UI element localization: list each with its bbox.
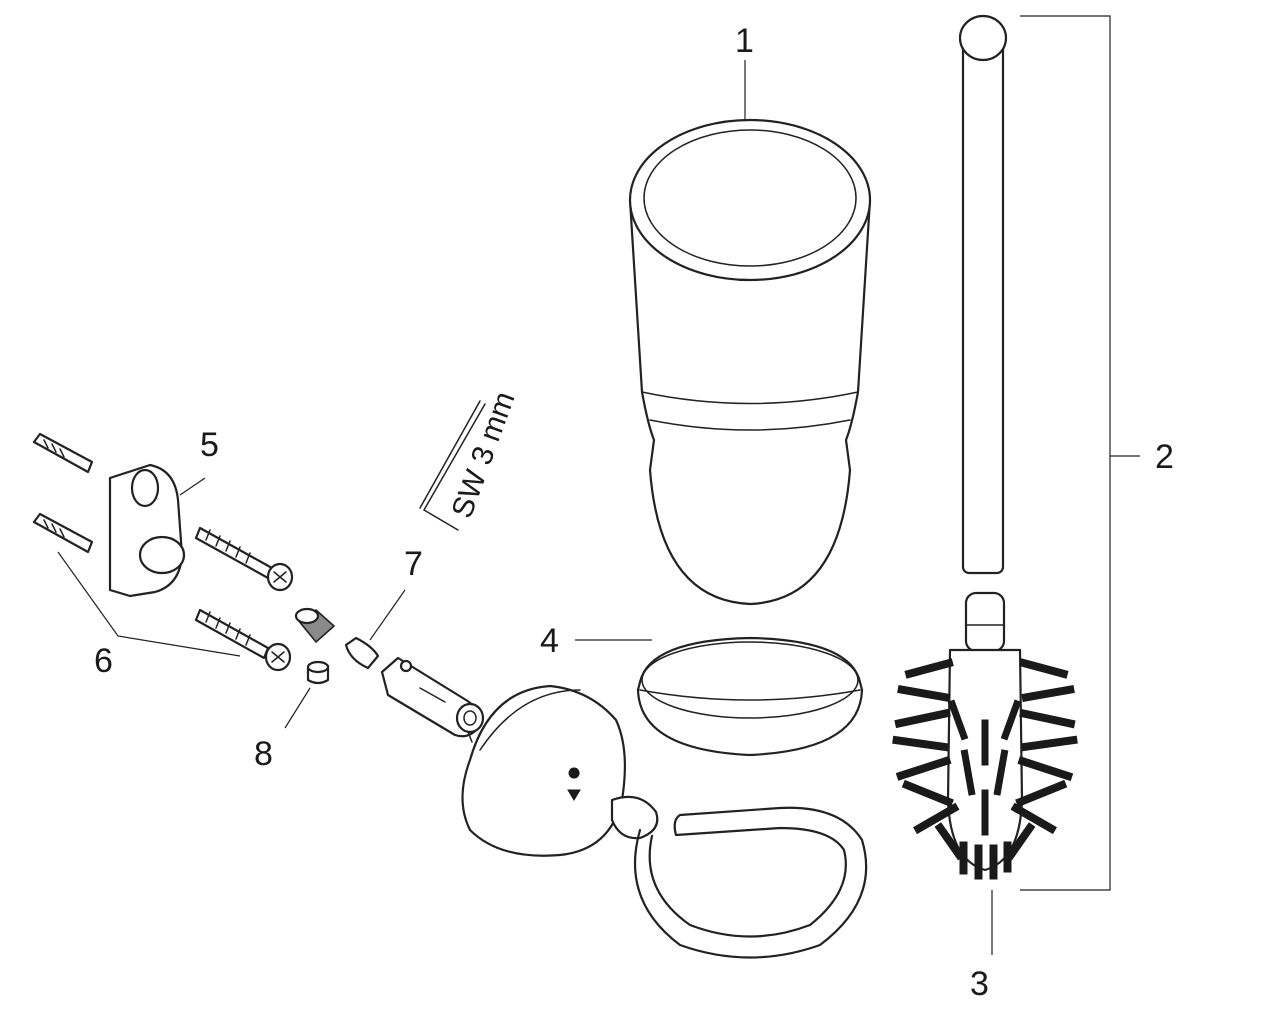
callout-2: 2 — [1155, 438, 1174, 476]
part-3-brush-head — [892, 591, 1078, 955]
part-1-container — [628, 118, 872, 606]
sleeve-insert — [294, 607, 336, 644]
callout-5: 5 — [200, 426, 219, 464]
callout-1: 1 — [735, 22, 754, 60]
part-2-handle — [958, 14, 1140, 891]
dowel-lower — [32, 512, 94, 554]
dowel-upper — [32, 432, 94, 474]
callout-6: 6 — [94, 642, 113, 680]
callout-3: 3 — [970, 965, 989, 1003]
part-6-screws-and-dowels — [32, 432, 294, 672]
holder-body — [461, 684, 868, 959]
part-4-ring — [575, 636, 864, 757]
callout-4: 4 — [540, 622, 559, 660]
part-5-wall-bracket — [108, 463, 206, 598]
screw-upper — [194, 526, 294, 592]
tool-size-label: SW 3 mm — [446, 387, 522, 522]
allen-key-tool: SW 3 mm — [419, 387, 522, 531]
part-7-mounting-pin — [344, 589, 485, 743]
callout-8: 8 — [254, 735, 273, 773]
screw-lower — [194, 608, 292, 672]
brush-bristles — [892, 658, 1078, 880]
callout-7: 7 — [404, 545, 423, 583]
part-8-plug — [284, 660, 330, 729]
